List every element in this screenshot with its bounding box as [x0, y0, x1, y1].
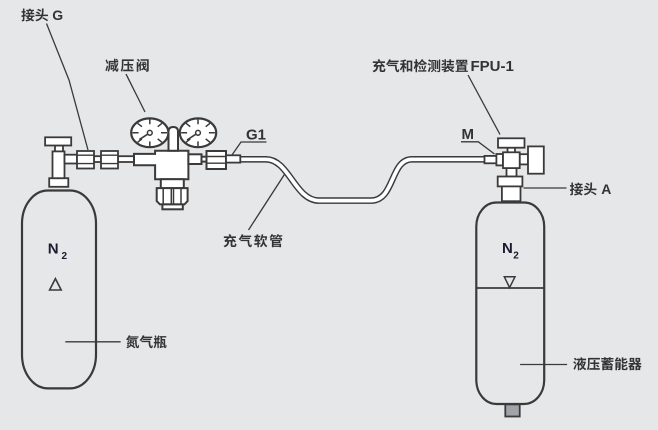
svg-text:FPU-1: FPU-1	[471, 58, 514, 75]
svg-text:M: M	[462, 126, 475, 143]
svg-text:G1: G1	[246, 127, 266, 144]
svg-text:G: G	[52, 7, 63, 23]
svg-text:N: N	[502, 240, 513, 257]
svg-text:2: 2	[513, 250, 519, 261]
svg-text:A: A	[601, 181, 611, 197]
svg-text:2: 2	[62, 251, 68, 262]
svg-text:N: N	[48, 241, 59, 258]
